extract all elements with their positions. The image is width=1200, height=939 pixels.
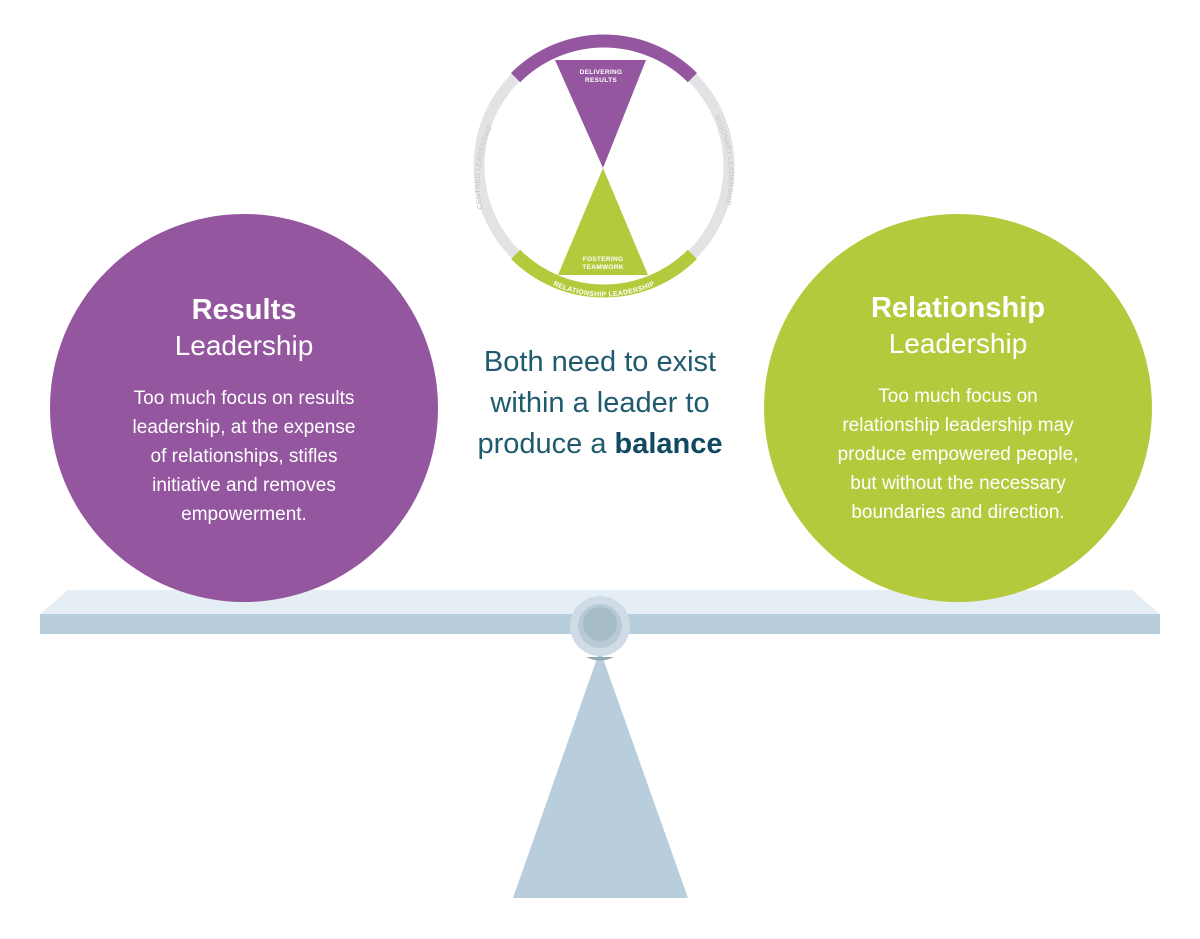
leadership-wheel: RESULTS LEADERSHIP RELATIONSHIP LEADERSH… (473, 21, 735, 298)
results-description: Too much focus on results leadership, at… (133, 384, 356, 529)
results-line: Too much focus on results (133, 388, 355, 409)
relationship-text-block: Relationship Leadership Too much focus o… (788, 290, 1128, 527)
relationship-line: boundaries and direction. (851, 502, 1065, 523)
balance-line2: within a leader to (490, 387, 710, 419)
wheel-bottom-arc (511, 249, 697, 298)
results-line: initiative and removes (152, 475, 336, 496)
results-line: of relationships, stifles (150, 446, 338, 467)
relationship-title: Relationship (870, 292, 1045, 324)
results-title: Results (191, 294, 297, 326)
balance-line3-prefix: produce a (477, 428, 615, 460)
results-line: empowerment. (181, 504, 307, 525)
relationship-line: relationship leadership may (842, 415, 1074, 436)
results-subtitle: Leadership (174, 330, 314, 361)
results-text-block: Results Leadership Too much focus on res… (84, 292, 404, 529)
balance-keyword: balance (614, 428, 723, 460)
balance-statement: Both need to exist within a leader to pr… (430, 342, 770, 465)
fostering-label-line2: TEAMWORK (582, 264, 623, 271)
pivot-joint (570, 596, 630, 661)
results-line: leadership, at the expense (132, 417, 356, 438)
relationship-line: Too much focus on (878, 386, 1038, 407)
relationship-line: produce empowered people, (837, 444, 1079, 465)
relationship-subtitle: Leadership (888, 328, 1028, 359)
fulcrum-stand (513, 650, 688, 898)
results-circle (50, 214, 438, 602)
relationship-description: Too much focus on relationship leadershi… (838, 382, 1079, 527)
wheel-top-arc (511, 34, 697, 83)
delivering-label-line1: DELIVERING (580, 69, 623, 76)
relationship-line: but without the necessary (850, 473, 1066, 494)
balance-line1: Both need to exist (483, 346, 717, 378)
fostering-label-line1: FOSTERING (583, 256, 624, 263)
relationship-circle (764, 214, 1152, 602)
delivering-label-line2: RESULTS (585, 77, 617, 84)
delivering-results-wedge (555, 60, 646, 168)
balance-line3: produce a balance (430, 424, 770, 465)
fostering-teamwork-wedge (558, 168, 648, 275)
